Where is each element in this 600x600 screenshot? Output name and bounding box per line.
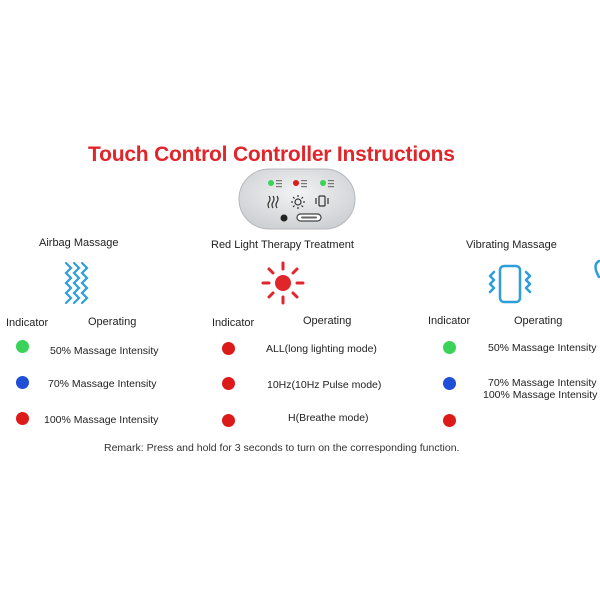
indicator-dot-blue (16, 376, 29, 389)
vibrating-row-1-text: 50% Massage Intensity (488, 342, 597, 354)
airbag-row-1-text: 50% Massage Intensity (50, 345, 159, 357)
indicator-dot-red (16, 412, 29, 425)
indicator-dot-red (222, 342, 235, 355)
red-light-operating-label: Operating (303, 315, 352, 327)
airbag-row-2-text: 70% Massage Intensity (48, 378, 157, 390)
red-light-section-title: Red Light Therapy Treatment (211, 239, 354, 251)
red-light-row-1-text: ALL(long lighting mode) (266, 343, 377, 355)
indicator-dot-red (222, 414, 235, 427)
indicator-dot-red (443, 414, 456, 427)
vibrating-row-2-text: 70% Massage Intensity (488, 377, 597, 389)
indicator-dot-red (222, 377, 235, 390)
airbag-section-title: Airbag Massage (39, 237, 119, 249)
red-light-row-2-text: 10Hz(10Hz Pulse mode) (267, 379, 382, 391)
page-title: Touch Control Controller Instructions (88, 143, 455, 166)
sun-icon (261, 261, 305, 310)
controller-device (238, 168, 356, 230)
vibrating-row-2-text-line2: 100% Massage Intensity (483, 389, 598, 401)
airbag-row-3-text: 100% Massage Intensity (44, 414, 159, 426)
red-light-indicator-label: Indicator (212, 317, 255, 329)
indicator-dot-blue (443, 377, 456, 390)
vibrating-indicator-label: Indicator (428, 315, 471, 327)
partial-edge-icon (591, 259, 600, 286)
airbag-operating-label: Operating (88, 316, 137, 328)
airbag-indicator-label: Indicator (6, 317, 49, 329)
indicator-dot-green (16, 340, 29, 353)
vibrating-operating-label: Operating (514, 315, 563, 327)
vibrating-section-title: Vibrating Massage (466, 239, 557, 251)
remark-text: Remark: Press and hold for 3 seconds to … (104, 442, 460, 454)
red-light-row-3-text: H(Breathe mode) (288, 412, 369, 424)
indicator-dot-green (443, 341, 456, 354)
airbag-wave-icon (60, 261, 92, 310)
vibrating-phone-icon (485, 262, 535, 311)
